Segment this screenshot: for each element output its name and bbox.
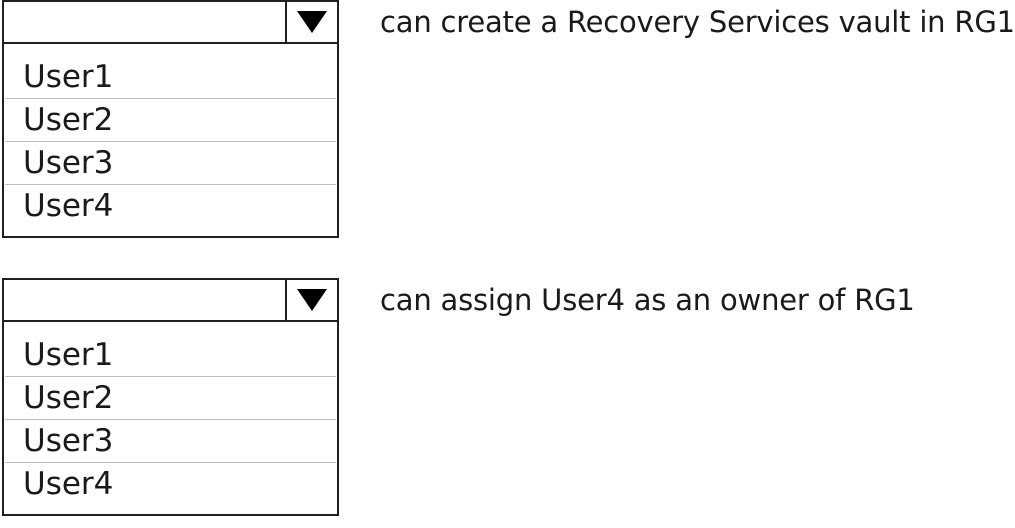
dropdown-option-user2[interactable]: User2 (5, 99, 336, 142)
statement-text-1: can create a Recovery Services vault in … (380, 5, 1015, 39)
dropdown-option-user1[interactable]: User1 (5, 334, 336, 377)
triangle-down-icon (297, 289, 327, 311)
triangle-down-icon (297, 11, 327, 33)
question-2: User1 User2 User3 User4 can assign User4… (0, 278, 975, 528)
dropdown-option-user3[interactable]: User3 (5, 142, 336, 185)
user-dropdown-2[interactable]: User1 User2 User3 User4 (2, 278, 339, 516)
dropdown-options-2: User1 User2 User3 User4 (4, 322, 337, 514)
statement-text-2: can assign User4 as an owner of RG1 (380, 283, 915, 317)
user-dropdown-1[interactable]: User1 User2 User3 User4 (2, 0, 339, 238)
question-1: User1 User2 User3 User4 can create a Rec… (0, 0, 1015, 250)
dropdown-select-2[interactable] (4, 280, 337, 322)
dropdown-option-user3[interactable]: User3 (5, 420, 336, 463)
dropdown-option-user2[interactable]: User2 (5, 377, 336, 420)
dropdown-options-1: User1 User2 User3 User4 (4, 44, 337, 236)
dropdown-option-user1[interactable]: User1 (5, 56, 336, 99)
dropdown-option-user4[interactable]: User4 (23, 188, 114, 224)
dropdown-option-user4[interactable]: User4 (23, 466, 114, 502)
dropdown-select-1[interactable] (4, 2, 337, 44)
dropdown-toggle-button-1[interactable] (285, 2, 337, 42)
dropdown-toggle-button-2[interactable] (285, 280, 337, 320)
